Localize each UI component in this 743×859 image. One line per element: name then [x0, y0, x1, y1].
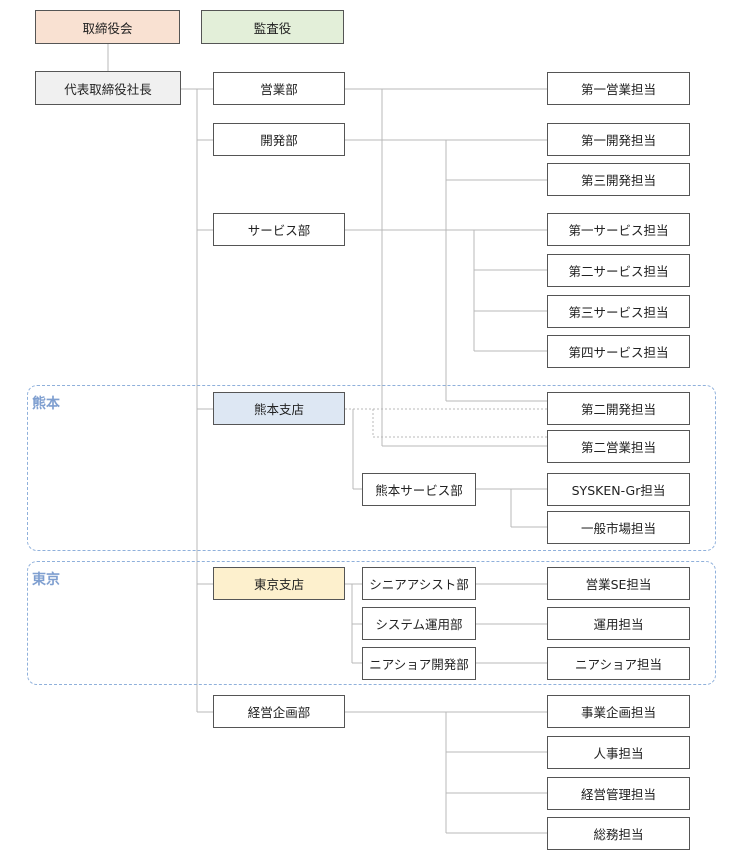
region-tokyo	[27, 561, 716, 685]
general-market-box[interactable]: 一般市場担当	[547, 511, 690, 544]
region-label-tokyo: 東京	[32, 572, 60, 588]
region-label-kumamoto: 熊本	[32, 396, 60, 412]
service-2-box[interactable]: 第二サービス担当	[547, 254, 690, 287]
general-affairs-box[interactable]: 総務担当	[547, 817, 690, 850]
hr-box[interactable]: 人事担当	[547, 736, 690, 769]
dev-dept-box[interactable]: 開発部	[213, 123, 345, 156]
kumamoto-branch-box[interactable]: 熊本支店	[213, 392, 345, 425]
tokyo-branch-box[interactable]: 東京支店	[213, 567, 345, 600]
operations-box[interactable]: 運用担当	[547, 607, 690, 640]
sales-se-box[interactable]: 営業SE担当	[547, 567, 690, 600]
sales-1-box[interactable]: 第一営業担当	[547, 72, 690, 105]
sales-dept-box[interactable]: 営業部	[213, 72, 345, 105]
sales-2-box[interactable]: 第二営業担当	[547, 430, 690, 463]
board-box[interactable]: 取締役会	[35, 10, 180, 44]
service-dept-box[interactable]: サービス部	[213, 213, 345, 246]
dev-1-box[interactable]: 第一開発担当	[547, 123, 690, 156]
region-kumamoto	[27, 385, 716, 551]
system-ops-dept-box[interactable]: システム運用部	[362, 607, 476, 640]
management-admin-box[interactable]: 経営管理担当	[547, 777, 690, 810]
ceo-box[interactable]: 代表取締役社長	[35, 71, 181, 105]
sysken-box[interactable]: SYSKEN-Gr担当	[547, 473, 690, 506]
business-planning-box[interactable]: 事業企画担当	[547, 695, 690, 728]
dev-3-box[interactable]: 第三開発担当	[547, 163, 690, 196]
senior-assist-dept-box[interactable]: シニアアシスト部	[362, 567, 476, 600]
management-planning-dept-box[interactable]: 経営企画部	[213, 695, 345, 728]
service-1-box[interactable]: 第一サービス担当	[547, 213, 690, 246]
nearshore-dev-dept-box[interactable]: ニアショア開発部	[362, 647, 476, 680]
service-3-box[interactable]: 第三サービス担当	[547, 295, 690, 328]
nearshore-box[interactable]: ニアショア担当	[547, 647, 690, 680]
service-4-box[interactable]: 第四サービス担当	[547, 335, 690, 368]
kumamoto-service-dept-box[interactable]: 熊本サービス部	[362, 473, 476, 506]
dev-2-box[interactable]: 第二開発担当	[547, 392, 690, 425]
auditor-box[interactable]: 監査役	[201, 10, 344, 44]
